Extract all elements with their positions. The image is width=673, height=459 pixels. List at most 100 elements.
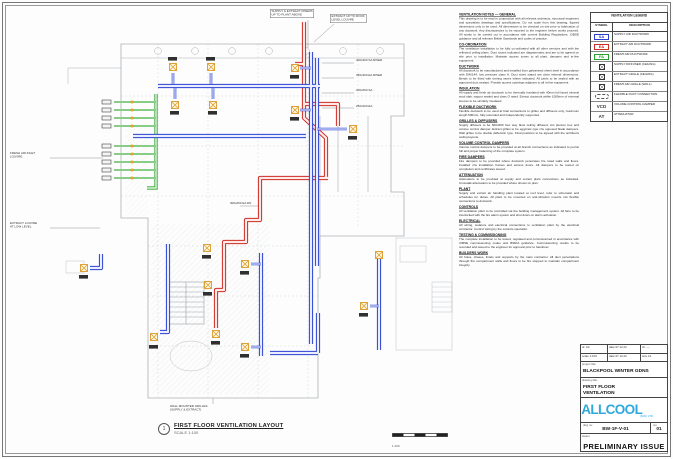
legend-description: EXTRACT GRILLE (CEILING) [614,73,654,76]
title-block: dr. AC date 07.12.22 ch. — scale 1:100 d… [580,344,668,452]
legend-description: VOLUME CONTROL DAMPER [614,103,655,106]
flexible-duct-symbol [594,94,609,99]
dwg-no-label: dwg no: [583,423,593,427]
note-heading: FIRE DAMPERS [459,155,485,159]
drawn-by: dr. AC [582,346,590,349]
graphic-scale-bar: 1:100 [392,427,456,451]
company-logo-row: ALLCOOL (NW) LTD [581,398,667,423]
note-heading: ATTENUATION [459,173,483,177]
note-body: Attenuators to be provided at supply and… [459,177,579,185]
legend-table: VENTILATION LEGEND SYMBOL DESCRIPTION SA… [590,12,668,122]
scale-date: date 07.12.22 [609,354,627,358]
legend-description: FRESH AIR GRILLE (WALL) [614,83,652,86]
note-body: This drawing is to be read in conjunctio… [459,17,579,41]
note-body: All ductwork to be manufactured and inst… [459,69,579,85]
vcd-symbol: VCD [596,104,607,109]
rev-label: rev [653,423,657,427]
note-heading: VENTILATION NOTES — GENERAL [459,13,516,17]
legend-row: EA EXTRACT AIR DUCTWORK [591,42,667,52]
scale-bar-graphic [392,433,448,437]
title-block-info-row-1: dr. AC date 07.12.22 ch. — [581,345,667,354]
fresh-duct-symbol: FA [594,53,609,60]
note-heading: VOLUME CONTROL DAMPERS [459,141,510,145]
drawing-title-line1: FIRST FLOOR [583,385,615,391]
legend-description: EXTRACT AIR DUCTWORK [614,43,652,46]
project-title: BLACKPOOL WINTER GDNS [583,369,649,375]
note-heading: CONTROLS [459,205,479,210]
note-body: Fire dampers to be provided where ductwo… [459,159,579,171]
note-heading: TESTING & COMMISSIONING [459,233,507,238]
legend-row: AT ATTENUATOR [591,112,667,121]
drawing-number-row: dwg no: BW-1F-V-01 rev 01 [581,422,667,434]
note-heading: GRILLES & DIFFUSERS [459,119,498,123]
legend-row: FLEXIBLE DUCT CONNECTION [591,92,667,102]
building-outline [65,43,453,399]
sheet-size: size A1 [642,354,652,358]
legend-title: VENTILATION LEGEND [610,14,648,18]
fresh-grille-symbol [598,83,605,90]
legend-description: ATTENUATOR [614,113,634,116]
note-body: All holes, chases, lintels and supports … [459,255,579,268]
at-symbol: AT [598,114,605,119]
legend-title-row: VENTILATION LEGEND [591,13,667,23]
fresh-air-ductwork [101,92,158,190]
extract-grille-symbol [598,73,605,80]
allcool-logo-suffix: (NW) LTD [640,414,654,418]
status-label: status: [582,435,591,438]
note-body: The complete installation to be tested, … [459,237,579,250]
project-title-label: project title: [582,363,597,367]
legend-row: SUPPLY DIFFUSER (CEILING) [591,62,667,72]
scale-bar-caption: 1:100 [392,445,400,448]
plan-title: FIRST FLOOR VENTILATION LAYOUT [174,423,284,429]
note-heading: INSULATION [459,87,480,91]
plan-scale: SCALE 1:100 [174,430,199,435]
floor-plan: SUPPLY & EXTRACT RISERS UP TO PLANT ABOV… [8,6,458,454]
note-heading: ELECTRICAL [459,219,481,224]
extract-duct-symbol: EA [594,43,609,50]
drawing-title-line2: VENTILATION [583,391,615,397]
note-body: All supply and fresh air ductwork to be … [459,91,579,103]
note-heading: CO-ORDINATION [459,43,487,47]
fresh-air-grilles [101,99,112,181]
plan-reference-title: 1 FIRST FLOOR VENTILATION LAYOUT SCALE 1… [158,423,283,435]
note-body: All wiring, isolators and electrical con… [459,223,579,232]
note-body: Flexible ductwork to be used at final co… [459,109,579,117]
note-heading: PLANT [459,187,471,191]
rev-value: 01 [656,426,662,432]
legend-header-row: SYMBOL DESCRIPTION [591,23,667,32]
drawing-title-label: drawing title: [582,379,598,383]
note-body: Volume control dampers to be provided at… [459,145,579,153]
sheet-border-inner [5,5,668,454]
note-body: All ventilation plant to be controlled v… [459,209,579,218]
legend-row: FRESH AIR GRILLE (WALL) [591,82,667,92]
legend-col-symbol: SYMBOL [595,24,608,27]
dwg-no: BW-1F-V-01 [602,426,629,432]
legend-description: FLEXIBLE DUCT CONNECTION [614,93,658,96]
drawing-title-row: drawing title: FIRST FLOOR VENTILATION [581,378,667,399]
status-value: PRELIMINARY ISSUE [583,442,665,451]
legend-description: SUPPLY DIFFUSER (CEILING) [614,63,656,66]
note-body: The ventilation installation to be fully… [459,47,579,63]
ceiling-hatch-zone [125,126,269,394]
allcool-logo: ALLCOOL [581,402,643,418]
note-heading: DUCTWORK [459,65,480,69]
note-body: Supply diffusers to be 600x600 four way … [459,123,579,139]
checked-by: ch. — [642,346,650,349]
note-heading: FLEXIBLE DUCTWORK [459,105,497,109]
scale-field: scale 1:100 [582,354,597,358]
title-block-info-row-2: scale 1:100 date 07.12.22 size A1 [581,353,667,363]
floor-plan-drawing [50,6,453,404]
duct-connectors [130,100,134,180]
legend-row: EXTRACT GRILLE (CEILING) [591,72,667,82]
reference-number-bubble: 1 [158,423,170,435]
supply-diffuser-symbol [598,63,605,70]
status-row: status: PRELIMINARY ISSUE [581,434,667,451]
legend-col-description: DESCRIPTION [629,24,650,27]
